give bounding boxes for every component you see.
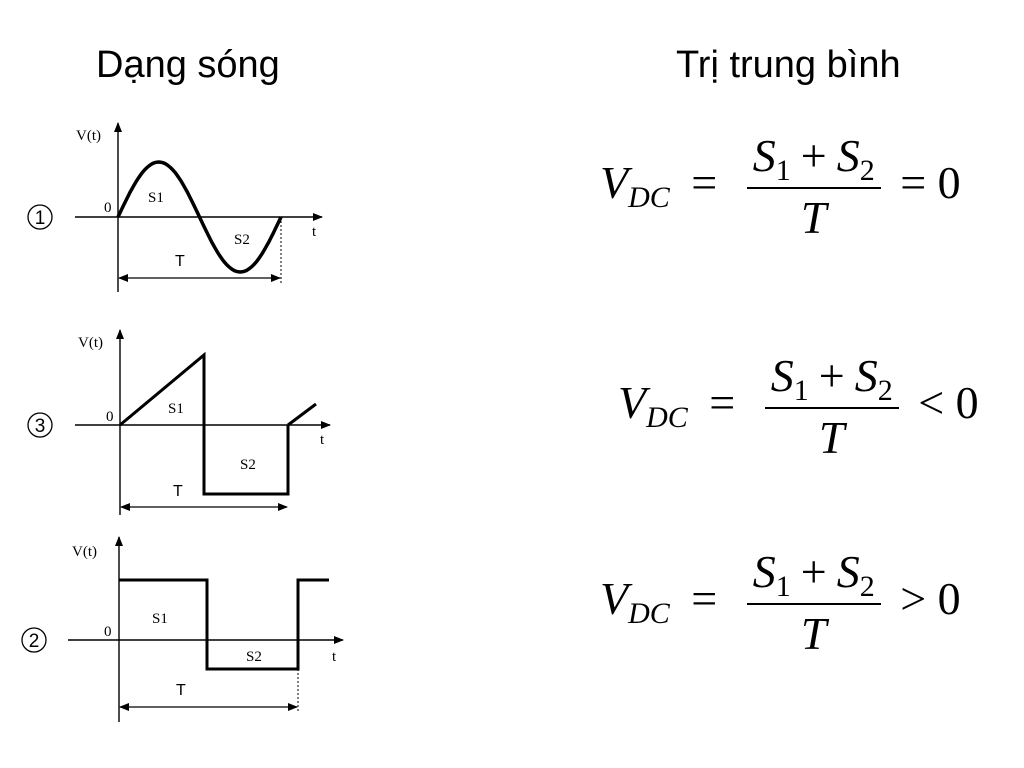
waveform-1-number-circle xyxy=(27,204,53,230)
formula-1: VDC = S1+S2 T = 0 xyxy=(600,130,961,243)
formula-fraction: S1+S2 T xyxy=(764,350,899,463)
formula-s2-subscript: 2 xyxy=(859,154,875,187)
formula-3: VDC = S1+S2 T > 0 xyxy=(600,546,961,659)
t-axis-label: t xyxy=(320,432,325,448)
zero-label: 0 xyxy=(106,409,114,425)
square-curve xyxy=(119,578,329,671)
formula-equals: = xyxy=(691,573,718,625)
formula-equals: = xyxy=(691,157,718,209)
period-label: T xyxy=(173,483,183,500)
formula-rhs: 0 xyxy=(955,377,979,429)
average-heading: Trị trung bình xyxy=(676,44,901,86)
formula-s1: S xyxy=(752,130,776,181)
waveform-3-number: 3 xyxy=(35,416,46,437)
formula-relation: < xyxy=(918,377,945,429)
waveform-2-number: 2 xyxy=(29,631,40,652)
formula-denominator: T xyxy=(800,191,827,243)
area-s2-label: S2 xyxy=(246,649,262,665)
formula-vdc-subscript: DC xyxy=(628,181,670,215)
waveform-heading: Dạng sóng xyxy=(96,44,280,86)
t-axis-label: t xyxy=(312,224,317,240)
formula-s1: S xyxy=(752,546,776,597)
formula-numerator: S1+S2 xyxy=(764,350,899,409)
zero-label: 0 xyxy=(104,200,112,216)
formula-s2: S xyxy=(836,546,860,597)
formula-s2-subscript: 2 xyxy=(859,570,875,603)
sine-curve xyxy=(116,160,283,274)
formula-rhs: 0 xyxy=(937,573,961,625)
formula-s1-subscript: 1 xyxy=(775,154,791,187)
formula-s1: S xyxy=(770,350,794,401)
formula-plus: + xyxy=(800,546,827,597)
formula-vdc-symbol: V xyxy=(600,573,629,625)
waveform-3-number-circle xyxy=(27,412,53,438)
waveform-1-sine: 1 V(t) t 0 S1 S2 T xyxy=(27,122,323,292)
waveform-1-number: 1 xyxy=(35,208,46,229)
formula-2: VDC = S1+S2 T < 0 xyxy=(618,350,979,463)
formula-s2: S xyxy=(854,350,878,401)
formula-plus: + xyxy=(818,350,845,401)
formula-vdc-symbol: V xyxy=(618,377,647,429)
formula-vdc-symbol: V xyxy=(600,157,629,209)
t-axis-label: t xyxy=(332,649,337,665)
formula-s1-subscript: 1 xyxy=(793,374,809,407)
formula-vdc-subscript: DC xyxy=(646,401,688,435)
formula-numerator: S1+S2 xyxy=(746,130,881,189)
area-s1-label: S1 xyxy=(168,401,184,417)
period-label: T xyxy=(176,682,186,699)
area-s2-label: S2 xyxy=(240,457,256,473)
sawtooth-continuation xyxy=(287,402,317,427)
area-s2-label: S2 xyxy=(234,232,250,248)
v-axis-label: V(t) xyxy=(78,335,103,351)
waveform-2-number-circle xyxy=(21,627,47,653)
formula-plus: + xyxy=(800,130,827,181)
area-s1-label: S1 xyxy=(148,190,164,206)
area-s1-label: S1 xyxy=(152,611,168,627)
formula-relation: = xyxy=(900,157,927,209)
zero-label: 0 xyxy=(104,624,112,640)
formula-numerator: S1+S2 xyxy=(746,546,881,605)
formula-denominator: T xyxy=(818,411,845,463)
v-axis-label: V(t) xyxy=(76,128,101,144)
v-axis-label: V(t) xyxy=(72,544,97,560)
formula-rhs: 0 xyxy=(937,157,961,209)
period-label: T xyxy=(175,253,185,270)
formula-relation: > xyxy=(900,573,927,625)
formula-denominator: T xyxy=(800,607,827,659)
formula-fraction: S1+S2 T xyxy=(746,130,881,243)
formula-fraction: S1+S2 T xyxy=(746,546,881,659)
formula-s2: S xyxy=(836,130,860,181)
formula-s2-subscript: 2 xyxy=(877,374,893,407)
waveform-3-sawtooth: 3 V(t) t 0 S1 S2 T xyxy=(27,329,331,515)
formula-equals: = xyxy=(709,377,736,429)
formula-vdc-subscript: DC xyxy=(628,597,670,631)
waveform-2-square: 2 V(t) t 0 S1 S2 T xyxy=(21,536,344,722)
formula-s1-subscript: 1 xyxy=(775,570,791,603)
sawtooth-curve xyxy=(119,351,290,496)
